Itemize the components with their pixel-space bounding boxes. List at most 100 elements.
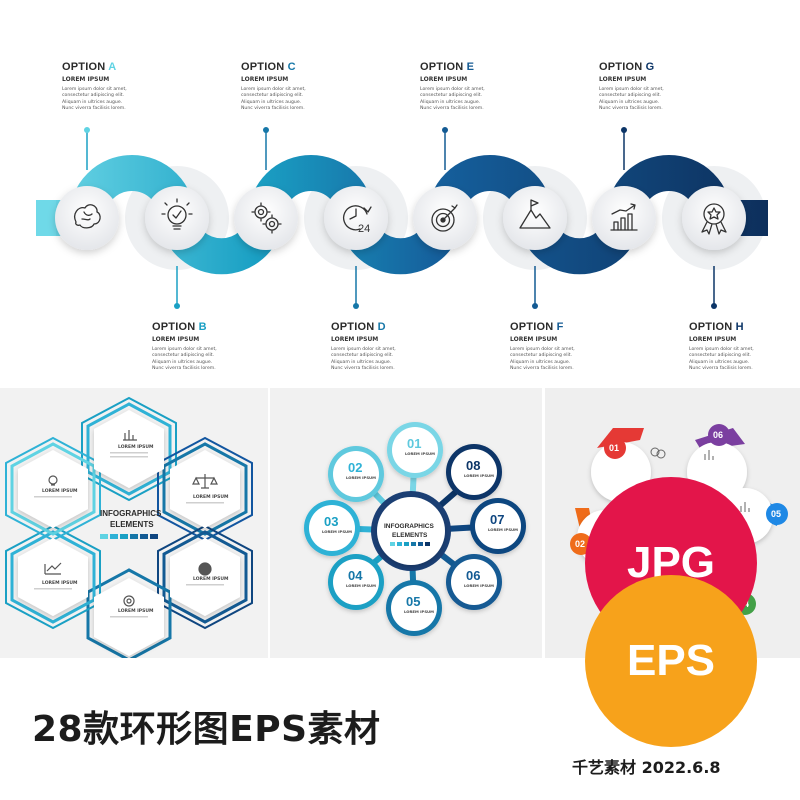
option-a-title: OPTION A bbox=[62, 61, 117, 73]
option-a-subtitle: LOREM IPSUM bbox=[62, 76, 110, 83]
ring-number-08: 08 bbox=[466, 458, 480, 473]
connector-dot-c bbox=[263, 127, 269, 133]
ring-item-label: LOREM IPSUM bbox=[488, 527, 518, 532]
circle-dot-06 bbox=[708, 424, 730, 446]
ring-item-label: LOREM IPSUM bbox=[322, 529, 352, 534]
option-g-subtitle: LOREM IPSUM bbox=[599, 76, 647, 83]
option-e: OPTION E LOREM IPSUM Lorem ipsum dolor s… bbox=[420, 61, 510, 113]
ring-center-subtitle: ELEMENTS bbox=[392, 532, 428, 539]
hexagon-infographic-panel: LOREM IPSUM LOREM IPSUM LOREM IPSUM LORE… bbox=[0, 388, 268, 658]
hex-outline-top-outer bbox=[81, 396, 177, 502]
option-h: OPTION H LOREM IPSUM Lorem ipsum dolor s… bbox=[689, 321, 779, 373]
option-f: OPTION F LOREM IPSUM Lorem ipsum dolor s… bbox=[510, 321, 600, 373]
option-d: OPTION D LOREM IPSUM Lorem ipsum dolor s… bbox=[331, 321, 421, 373]
option-g-title: OPTION G bbox=[599, 61, 655, 73]
hex-text-line bbox=[110, 616, 148, 618]
clock-24-label: 24 bbox=[358, 223, 370, 235]
ring-infographic-panel: INFOGRAPHICS ELEMENTS bbox=[270, 388, 542, 658]
line-chart-icon bbox=[44, 562, 62, 575]
option-b: OPTION B LOREM IPSUM Lorem ipsum dolor s… bbox=[152, 321, 242, 373]
hex-center-title: INFOGRAPHICS bbox=[100, 509, 162, 518]
hex-outline-right-bottom-outer bbox=[157, 524, 253, 630]
gears-icon bbox=[251, 202, 282, 234]
disc-8 bbox=[682, 186, 746, 250]
timeline-discs bbox=[55, 186, 746, 250]
circle-number-06: 06 bbox=[713, 430, 723, 440]
timeline-graphic: 24 bbox=[36, 127, 768, 309]
connector-dot-h bbox=[711, 303, 717, 309]
option-b-subtitle: LOREM IPSUM bbox=[152, 336, 200, 343]
chart-icon bbox=[704, 450, 714, 460]
hex-tile-top bbox=[94, 410, 164, 488]
ring-item-label: LOREM IPSUM bbox=[405, 451, 435, 456]
ring-number-05: 05 bbox=[406, 594, 420, 609]
connector-dot-b bbox=[174, 303, 180, 309]
connector-dot-d bbox=[353, 303, 359, 309]
timeline-infographic: 24 OPTION A LOREM IPSUM Lor bbox=[0, 0, 800, 388]
timeline-band-start bbox=[36, 200, 56, 236]
circle-dot-05 bbox=[766, 503, 788, 525]
growth-chart-icon bbox=[610, 203, 638, 231]
hex-center-color-bar bbox=[100, 534, 158, 539]
hex-item-label: LOREM IPSUM bbox=[193, 576, 229, 582]
hex-text-line bbox=[110, 456, 148, 458]
disc-3 bbox=[234, 186, 298, 250]
option-c: OPTION C LOREM IPSUM Lorem ipsum dolor s… bbox=[241, 61, 331, 113]
option-e-subtitle: LOREM IPSUM bbox=[420, 76, 468, 83]
option-e-title: OPTION E bbox=[420, 61, 475, 73]
balance-scale-icon bbox=[192, 474, 218, 489]
option-c-subtitle: LOREM IPSUM bbox=[241, 76, 289, 83]
hex-tile-right-top bbox=[170, 450, 240, 528]
award-badge-icon bbox=[701, 203, 727, 235]
hex-outline-left-bottom bbox=[10, 530, 96, 624]
option-c-body: Lorem ipsum dolor sit amet, consectetur … bbox=[241, 87, 306, 112]
hex-text-line bbox=[186, 584, 224, 586]
option-f-body: Lorem ipsum dolor sit amet, consectetur … bbox=[510, 347, 575, 372]
option-e-body: Lorem ipsum dolor sit amet, consectetur … bbox=[420, 87, 485, 112]
eps-badge: EPS bbox=[585, 575, 757, 747]
disc-4 bbox=[324, 186, 388, 250]
ring-number-02: 02 bbox=[348, 460, 362, 475]
ring-center-disc bbox=[377, 497, 445, 565]
hex-item-label: LOREM IPSUM bbox=[193, 494, 229, 500]
circle-number-05: 05 bbox=[771, 509, 781, 519]
ring-number-07: 07 bbox=[490, 512, 504, 527]
ring-infographic: INFOGRAPHICS ELEMENTS bbox=[304, 422, 526, 636]
connector-dot-e bbox=[442, 127, 448, 133]
lightbulb-icon bbox=[161, 198, 193, 230]
pie-chart-icon bbox=[198, 562, 212, 576]
gear-icon bbox=[123, 595, 135, 607]
ring-item-label: LOREM IPSUM bbox=[464, 583, 494, 588]
ring-number-04: 04 bbox=[348, 568, 363, 583]
circle-number-01: 01 bbox=[609, 443, 619, 453]
connector-dot-g bbox=[621, 127, 627, 133]
ring-number-01: 01 bbox=[407, 436, 421, 451]
hex-item-label: LOREM IPSUM bbox=[118, 608, 154, 614]
hex-item-label: LOREM IPSUM bbox=[42, 580, 78, 586]
hex-text-line bbox=[186, 502, 224, 504]
lightbulb-icon bbox=[48, 475, 58, 486]
circle-number-02: 02 bbox=[575, 539, 585, 549]
option-h-title: OPTION H bbox=[689, 321, 744, 333]
disc-2 bbox=[145, 186, 209, 250]
hex-tile-left-top bbox=[18, 450, 88, 528]
option-c-title: OPTION C bbox=[241, 61, 296, 73]
option-b-body: Lorem ipsum dolor sit amet, consectetur … bbox=[152, 347, 217, 372]
option-d-body: Lorem ipsum dolor sit amet, consectetur … bbox=[331, 347, 396, 372]
connector-dot-f bbox=[532, 303, 538, 309]
ring-center-color-bar bbox=[390, 542, 430, 546]
hex-item-label: LOREM IPSUM bbox=[118, 444, 154, 450]
bar-chart-icon bbox=[740, 502, 750, 512]
hex-tile-left-bottom bbox=[18, 538, 88, 616]
hex-text-line bbox=[34, 588, 72, 590]
ring-item-label: LOREM IPSUM bbox=[346, 475, 376, 480]
page-title: 28款环形图EPS素材 bbox=[32, 709, 381, 750]
hex-outline-left-bottom-outer bbox=[5, 524, 101, 630]
coins-icon bbox=[650, 447, 666, 459]
hex-center-subtitle: ELEMENTS bbox=[110, 520, 154, 529]
disc-6 bbox=[503, 186, 567, 250]
ring-number-03: 03 bbox=[324, 514, 338, 529]
option-g-body: Lorem ipsum dolor sit amet, consectetur … bbox=[599, 87, 664, 112]
option-g: OPTION G LOREM IPSUM Lorem ipsum dolor s… bbox=[599, 61, 689, 113]
hex-outline-right-bottom bbox=[162, 530, 248, 624]
